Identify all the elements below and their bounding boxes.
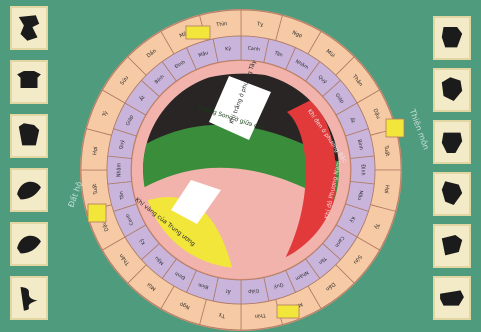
left-highlight-cell (88, 204, 106, 222)
outer-label: Hợi (383, 185, 390, 194)
outer-label: Tỵ (218, 312, 226, 319)
outer-label: Tỵ (256, 21, 264, 28)
inner-label: Nhâm (116, 163, 123, 178)
top-highlight-cell (186, 26, 210, 39)
inner-label: Đinh (360, 164, 366, 175)
outer-label: Hợi (92, 146, 99, 155)
right-highlight-cell (386, 119, 404, 137)
bottom-highlight-cell (277, 305, 299, 318)
